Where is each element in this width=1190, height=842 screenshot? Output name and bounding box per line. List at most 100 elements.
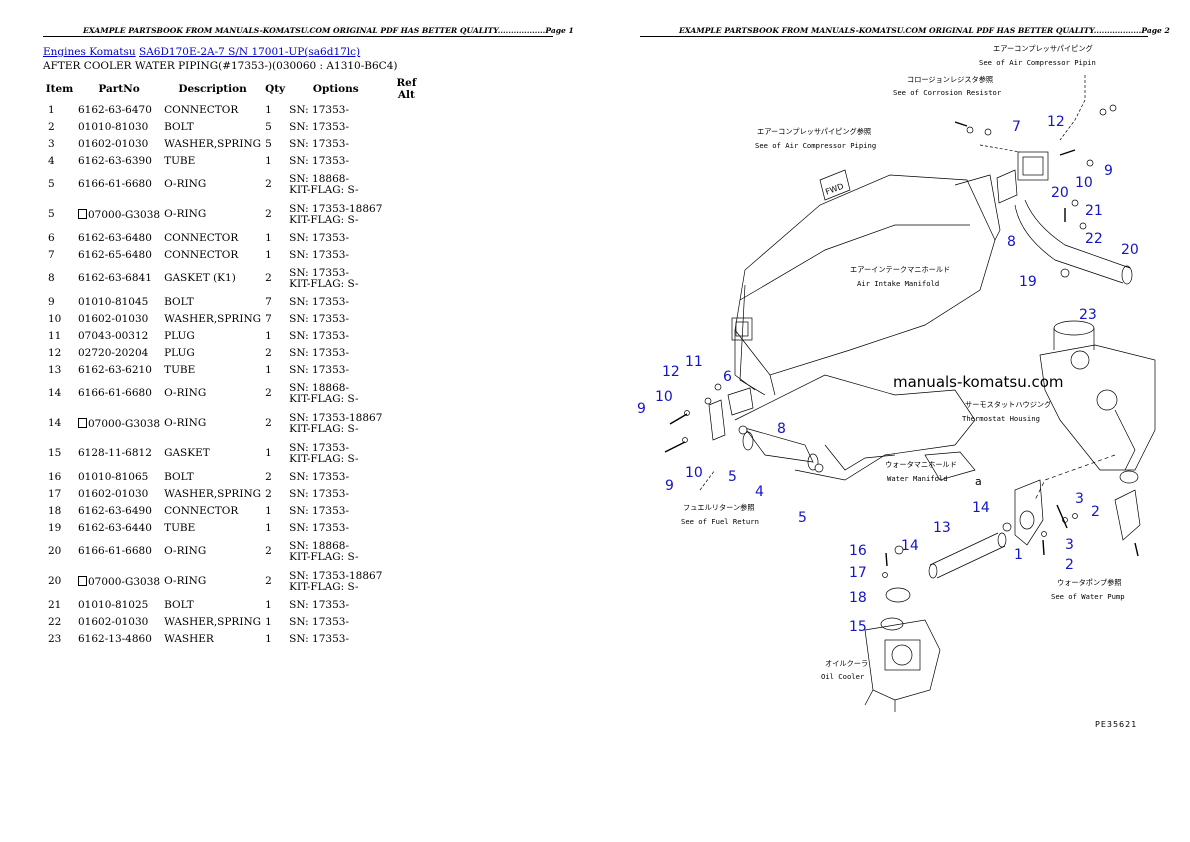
option-serial: SN: 17353- — [289, 363, 350, 376]
option-serial: SN: 17353- — [289, 103, 350, 116]
options-cell: SN: 17353- — [287, 597, 384, 614]
partno-cell: 07043-00312 — [78, 329, 149, 342]
options-cell: SN: 18868-KIT-FLAG: S- — [287, 170, 384, 200]
description-cell: BOLT — [164, 295, 194, 308]
options-cell: SN: 17353- — [287, 631, 384, 648]
partno-cell: 6166-61-6680 — [78, 178, 152, 191]
item-cell: 20 — [48, 575, 62, 588]
description-cell: O-RING — [164, 575, 207, 588]
callout-22: 22 — [1085, 231, 1103, 247]
refalt-cell — [384, 597, 428, 614]
refalt-cell — [384, 486, 428, 503]
callout-23: 23 — [1079, 307, 1097, 323]
qty-cell: 2 — [265, 417, 272, 430]
item-cell: 4 — [48, 154, 55, 167]
description-cell: PLUG — [164, 346, 195, 359]
item-cell: 16 — [48, 470, 62, 483]
qty-cell: 2 — [265, 387, 272, 400]
refalt-cell — [384, 328, 428, 345]
refalt-cell — [384, 170, 428, 200]
callout-5-lower: 5 — [798, 510, 807, 526]
item-cell: 12 — [48, 346, 62, 359]
callout-7: 7 — [1012, 119, 1021, 135]
callout-9-lower: 9 — [665, 478, 674, 494]
option-serial: SN: 17353- — [289, 248, 350, 261]
page-title: AFTER COOLER WATER PIPING(#17353-)(03006… — [43, 60, 398, 72]
callout-19: 19 — [1019, 274, 1037, 290]
option-serial: SN: 17353- — [289, 632, 350, 645]
callout-18: 18 — [849, 590, 867, 606]
options-cell: SN: 18868-KIT-FLAG: S- — [287, 537, 384, 567]
en-label-fuel-return: See of Fuel Return — [681, 517, 759, 526]
page-1: EXAMPLE PARTSBOOK FROM MANUALS-KOMATSU.C… — [43, 26, 574, 648]
partno-cell: 02720-20204 — [78, 346, 149, 359]
callout-16: 16 — [849, 543, 867, 559]
refalt-cell — [384, 200, 428, 230]
option-serial: SN: 17353- — [289, 441, 350, 454]
options-cell: SN: 17353- — [287, 119, 384, 136]
option-kit-flag: KIT-FLAG: S- — [289, 214, 359, 226]
qty-cell: 7 — [265, 295, 272, 308]
item-cell: 20 — [48, 545, 62, 558]
option-kit-flag: KIT-FLAG: S- — [289, 551, 359, 563]
option-serial: SN: 17353-18867 — [289, 411, 383, 424]
callout-6: 6 — [723, 369, 732, 385]
callout-20-right: 20 — [1121, 242, 1139, 258]
parts-table-header: Item PartNo Description Qty Options Ref … — [43, 76, 428, 102]
qty-cell: 1 — [265, 103, 272, 116]
breadcrumb-link-model[interactable]: SA6D170E-2A-7 S/N 17001-UP(sa6d17lc) — [139, 46, 361, 58]
column-header-qty: Qty — [265, 83, 286, 95]
partno-cell: 01010-81065 — [78, 470, 149, 483]
option-serial: SN: 18868- — [289, 172, 350, 185]
description-cell: WASHER,SPRING — [164, 615, 262, 628]
checkbox-square-icon — [78, 575, 87, 586]
refalt-cell — [384, 379, 428, 409]
option-serial: SN: 17353- — [289, 329, 350, 342]
refalt-cell — [384, 503, 428, 520]
en-label-air-intake-manifold: Air Intake Manifold — [857, 279, 939, 288]
watermark-text: manuals-komatsu.com — [893, 373, 1064, 391]
qty-cell: 2 — [265, 545, 272, 558]
options-cell: SN: 17353- — [287, 362, 384, 379]
options-cell: SN: 17353- — [287, 486, 384, 503]
jp-label-corrosion-resistor: コロージョンレジスタ参照 — [907, 75, 993, 84]
description-cell: PLUG — [164, 329, 195, 342]
breadcrumb-link-engines[interactable]: Engines Komatsu — [43, 46, 136, 58]
column-header-options: Options — [312, 83, 359, 95]
jp-label-thermostat-housing: サーモスタットハウジング — [965, 400, 1051, 409]
description-cell: CONNECTOR — [164, 231, 239, 244]
option-serial: SN: 17353- — [289, 154, 350, 167]
item-cell: 10 — [48, 312, 62, 325]
qty-cell: 2 — [265, 487, 272, 500]
parts-table: Item PartNo Description Qty Options Ref … — [43, 76, 428, 648]
qty-cell: 5 — [265, 120, 272, 133]
callout-4: 4 — [755, 484, 764, 500]
partno-cell: 6162-63-6440 — [78, 521, 152, 534]
callout-20: 20 — [1051, 185, 1069, 201]
callout-14-lower: 14 — [901, 538, 919, 554]
en-label-oil-cooler: Oil Cooler — [821, 672, 865, 681]
refalt-cell — [384, 345, 428, 362]
qty-cell: 1 — [265, 447, 272, 460]
checkbox-square-icon — [78, 417, 87, 428]
fwd-label: FWD — [824, 182, 845, 197]
callout-12-left: 12 — [662, 364, 680, 380]
item-cell: 5 — [48, 178, 55, 191]
option-serial: SN: 17353-18867 — [289, 202, 383, 215]
part-number-text: 07000-G3038 — [88, 575, 161, 588]
description-cell: WASHER — [164, 632, 214, 645]
qty-cell: 2 — [265, 346, 272, 359]
option-kit-flag: KIT-FLAG: S- — [289, 453, 359, 465]
description-cell: GASKET — [164, 447, 210, 460]
header-rule — [43, 36, 553, 37]
refalt-cell — [384, 537, 428, 567]
